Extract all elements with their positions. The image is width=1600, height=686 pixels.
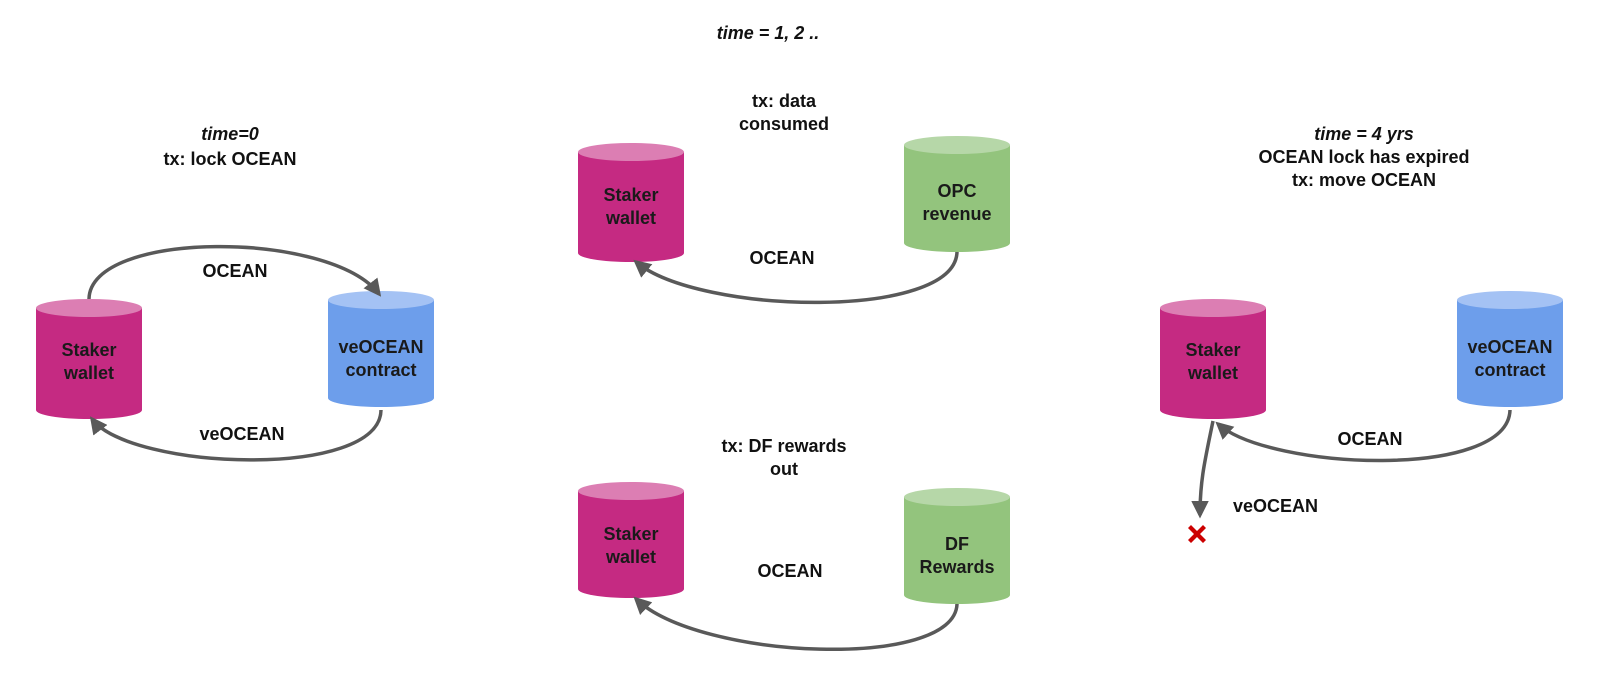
veocean-contract-node: veOCEAN contract bbox=[1457, 291, 1563, 407]
flow-arrow bbox=[89, 409, 383, 462]
panel-data-consumed: tx: data consumed Staker wallet OPC reve… bbox=[578, 91, 1010, 305]
flow-arrow bbox=[87, 244, 382, 300]
node-label-line: contract bbox=[1474, 360, 1545, 380]
cross-shape bbox=[1188, 525, 1206, 543]
panel-heading-line: tx: data bbox=[752, 91, 817, 111]
node-label-line: Staker bbox=[1185, 340, 1240, 360]
flow-label: veOCEAN bbox=[1233, 496, 1318, 516]
flow-arrow bbox=[633, 251, 959, 305]
staker-wallet-node: Staker wallet bbox=[578, 143, 684, 262]
diagram-title: time = 1, 2 .. bbox=[717, 23, 820, 43]
cylinder-body bbox=[904, 145, 1010, 252]
flow-label: OCEAN bbox=[757, 561, 822, 581]
cylinder-body bbox=[328, 300, 434, 407]
node-label-line: DF bbox=[945, 534, 969, 554]
panel-heading-line: time=0 bbox=[201, 124, 259, 144]
cylinder-top bbox=[1457, 291, 1563, 309]
flow-label: OCEAN bbox=[202, 261, 267, 281]
flow-arrow bbox=[1191, 420, 1215, 519]
cylinder-body bbox=[36, 308, 142, 419]
staker-wallet-node: Staker wallet bbox=[578, 482, 684, 598]
node-label-line: OPC bbox=[937, 181, 976, 201]
panel-heading-line: out bbox=[770, 459, 798, 479]
panel-heading-line: consumed bbox=[739, 114, 829, 134]
node-label-line: wallet bbox=[605, 208, 656, 228]
node-label-line: veOCEAN bbox=[1467, 337, 1552, 357]
panel-heading-line: tx: DF rewards bbox=[721, 436, 846, 456]
cylinder-top bbox=[578, 482, 684, 500]
panel-df-rewards: tx: DF rewards out Staker wallet DF Rewa… bbox=[578, 436, 1010, 652]
panel-lock: time=0 tx: lock OCEAN Staker wallet veOC… bbox=[36, 124, 434, 462]
cylinder-body bbox=[1160, 308, 1266, 419]
flow-label: OCEAN bbox=[1337, 429, 1402, 449]
node-label-line: wallet bbox=[605, 547, 656, 567]
node-label-line: veOCEAN bbox=[338, 337, 423, 357]
staker-wallet-node: Staker wallet bbox=[1160, 299, 1266, 419]
node-label-line: wallet bbox=[63, 363, 114, 383]
cylinder-body bbox=[578, 152, 684, 262]
panel-heading-line: time = 4 yrs bbox=[1314, 124, 1414, 144]
cross-icon bbox=[1188, 525, 1206, 543]
cylinder-top bbox=[328, 291, 434, 309]
df-rewards-node: DF Rewards bbox=[904, 488, 1010, 604]
panel-heading-line: tx: move OCEAN bbox=[1292, 170, 1436, 190]
panel-heading-line: tx: lock OCEAN bbox=[163, 149, 296, 169]
node-label-line: revenue bbox=[922, 204, 991, 224]
cylinder-body bbox=[578, 491, 684, 598]
cylinder-top bbox=[578, 143, 684, 161]
cylinder-body bbox=[1457, 300, 1563, 407]
flow-arrow bbox=[1215, 409, 1512, 463]
cylinder-top bbox=[1160, 299, 1266, 317]
node-label-line: Staker bbox=[603, 524, 658, 544]
node-label-line: Staker bbox=[603, 185, 658, 205]
node-label-line: Rewards bbox=[919, 557, 994, 577]
cylinder-top bbox=[36, 299, 142, 317]
staker-wallet-node: Staker wallet bbox=[36, 299, 142, 419]
flow-arrow bbox=[633, 596, 959, 652]
cylinder-body bbox=[904, 497, 1010, 604]
panel-expired: time = 4 yrs OCEAN lock has expired tx: … bbox=[1160, 124, 1563, 543]
cylinder-top bbox=[904, 488, 1010, 506]
opc-revenue-node: OPC revenue bbox=[904, 136, 1010, 252]
flow-label: OCEAN bbox=[749, 248, 814, 268]
veocean-contract-node: veOCEAN contract bbox=[328, 291, 434, 407]
cylinder-top bbox=[904, 136, 1010, 154]
node-label-line: wallet bbox=[1187, 363, 1238, 383]
node-label-line: contract bbox=[345, 360, 416, 380]
panel-heading-line: OCEAN lock has expired bbox=[1258, 147, 1469, 167]
node-label-line: Staker bbox=[61, 340, 116, 360]
flow-label: veOCEAN bbox=[199, 424, 284, 444]
